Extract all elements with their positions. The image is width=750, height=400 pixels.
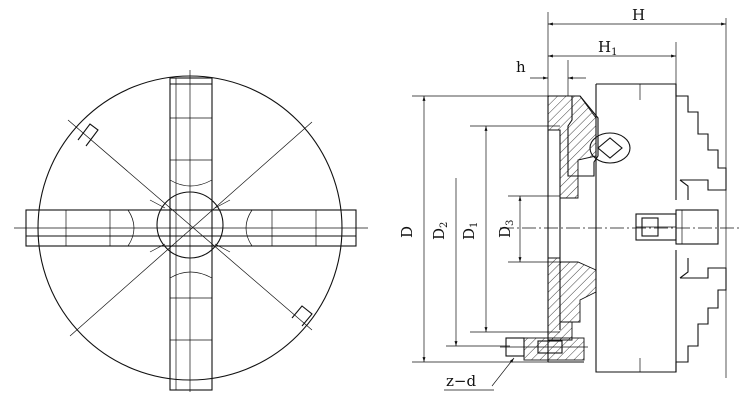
jaw-horizontal	[25, 209, 357, 247]
dim-H1-label: H1	[598, 38, 617, 58]
key-notch-bottom-right	[291, 305, 313, 327]
dim-D2-label: D2	[430, 222, 450, 240]
diagonal-centerline-2	[69, 121, 313, 337]
bore-chamfer	[149, 199, 231, 253]
jaw-vertical	[169, 77, 213, 391]
zd-label: z−d	[446, 372, 476, 390]
dim-h-label: h	[516, 58, 526, 76]
zd-leader	[491, 357, 515, 387]
dim-D3-label: D3	[496, 220, 516, 238]
pinion-key	[589, 132, 631, 164]
dim-H-label: H	[632, 6, 645, 24]
body-section	[500, 95, 599, 363]
side-view	[412, 12, 740, 378]
dim-D1-label: D1	[460, 222, 480, 240]
front-view	[14, 70, 368, 392]
dimensions: H H1 h D D2 D1 D3 z−d	[398, 6, 726, 391]
key-notch-top-left	[77, 123, 99, 147]
dim-D-label: D	[398, 226, 416, 238]
center-bore	[156, 191, 224, 259]
jaw-assembly	[595, 83, 727, 373]
